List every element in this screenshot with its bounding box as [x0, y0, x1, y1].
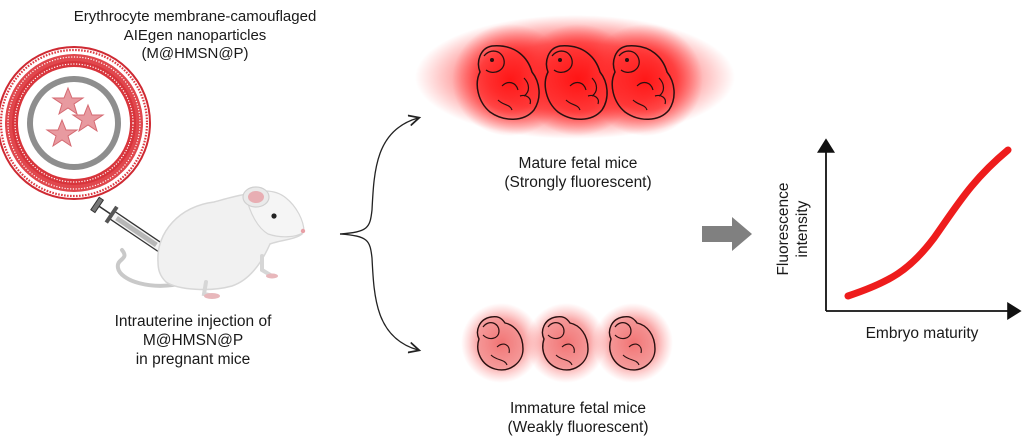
immature-embryos [461, 303, 673, 383]
small-embryo-icon [608, 315, 656, 371]
nanoparticle-label-line3: (M@HMSN@P) [141, 45, 249, 62]
injection-label-line3: in pregnant mice [135, 351, 251, 368]
mature-label-line2: (Strongly fluorescent) [504, 174, 652, 191]
fluorescence-curve [844, 146, 1012, 300]
nanoparticle-label-line1: Erythrocyte membrane-camouflaged [73, 8, 317, 25]
aie-star-2 [71, 103, 105, 133]
fluorescence-graph [817, 138, 1022, 320]
branch-arrows [339, 118, 418, 350]
immature-label-line2: (Weakly fluorescent) [507, 419, 649, 436]
immature-label: Immature fetal mice (Weakly fluorescent) [458, 399, 698, 437]
mature-label: Mature fetal mice (Strongly fluorescent) [468, 154, 688, 192]
mouse-icon [115, 186, 306, 299]
aie-star-1 [51, 86, 85, 116]
mature-label-line1: Mature fetal mice [518, 155, 638, 172]
mature-embryos [415, 15, 735, 139]
nanoparticle-icon [0, 46, 151, 200]
gray-arrow-icon [702, 217, 752, 251]
y-axis-label-line2: intensity [794, 200, 811, 258]
small-embryo-icon [541, 315, 589, 371]
injection-label: Intrauterine injection of M@HMSN@P in pr… [78, 312, 308, 369]
x-axis-label: Embryo maturity [832, 324, 1012, 343]
embryo-icon [476, 45, 675, 120]
injection-label-line2: M@HMSN@P [142, 332, 244, 349]
aie-star-3 [45, 118, 79, 148]
injection-label-line1: Intrauterine injection of [114, 313, 272, 330]
y-axis-label-line1: Fluorescence [775, 182, 792, 276]
small-embryo-icon [476, 315, 524, 371]
x-axis-label-text: Embryo maturity [865, 325, 979, 342]
y-axis-label: Fluorescence intensity [774, 134, 812, 324]
immature-label-line1: Immature fetal mice [509, 400, 647, 417]
nanoparticle-label: Erythrocyte membrane-camouflaged AIEgen … [30, 8, 360, 64]
nanoparticle-label-line2: AIEgen nanoparticles [123, 26, 267, 44]
